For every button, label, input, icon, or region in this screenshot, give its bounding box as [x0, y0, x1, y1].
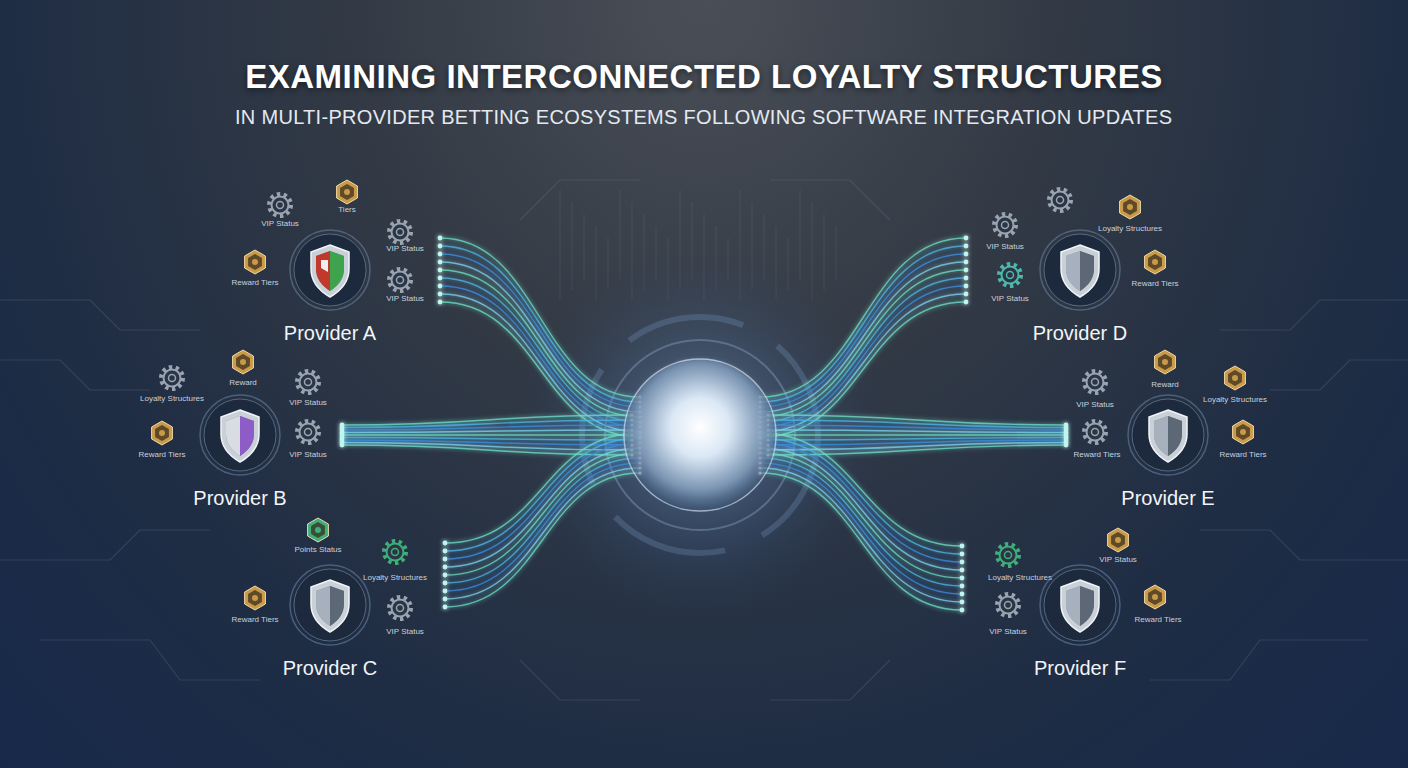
provider-label: Provider B	[193, 487, 286, 510]
icon-label: Loyalty Structures	[988, 573, 1052, 582]
icon-label: Points Status	[294, 545, 341, 554]
icon-label: Reward Tiers	[231, 278, 278, 287]
shield-emblem	[1126, 393, 1210, 477]
central-orb	[624, 359, 776, 511]
icon-label: VIP Status	[386, 294, 424, 303]
icon-label: VIP Status	[986, 242, 1024, 251]
shield-emblem	[288, 563, 372, 647]
icon-label: VIP Status	[1099, 555, 1137, 564]
shield-emblem	[1038, 228, 1122, 312]
icon-label: Reward Tiers	[138, 450, 185, 459]
provider-label: Provider E	[1121, 487, 1214, 510]
icon-label: VIP Status	[1076, 400, 1114, 409]
icon-label: Loyalty Structures	[1203, 395, 1267, 404]
icon-label: Loyalty Structures	[363, 573, 427, 582]
icon-label: Tiers	[338, 205, 355, 214]
icon-label: Reward Tiers	[1073, 450, 1120, 459]
provider-label: Provider D	[1033, 322, 1127, 345]
provider-label: Provider F	[1034, 657, 1126, 680]
icon-label: Reward Tiers	[1219, 450, 1266, 459]
provider-label: Provider C	[283, 657, 377, 680]
icon-label: VIP Status	[289, 398, 327, 407]
icon-label: Reward Tiers	[1131, 279, 1178, 288]
icon-label: VIP Status	[261, 219, 299, 228]
provider-node: Provider E	[1088, 393, 1248, 510]
icon-label: Reward	[1151, 380, 1179, 389]
icon-label: Reward Tiers	[231, 615, 278, 624]
orb-edge	[624, 359, 776, 511]
provider-label: Provider A	[284, 322, 376, 345]
shield-emblem	[1038, 563, 1122, 647]
orb-ring	[605, 340, 795, 530]
main-title: EXAMINING INTERCONNECTED LOYALTY STRUCTU…	[0, 58, 1408, 96]
icon-label: Reward Tiers	[1134, 615, 1181, 624]
icon-label: VIP Status	[989, 627, 1027, 636]
icon-set	[152, 180, 1254, 619]
shield-emblem	[198, 393, 282, 477]
provider-node: Provider F	[1000, 563, 1160, 680]
provider-node: Provider D	[1000, 228, 1160, 345]
icon-label: VIP Status	[991, 294, 1029, 303]
provider-node: Provider C	[250, 563, 410, 680]
icon-label: Loyalty Structures	[140, 394, 204, 403]
subtitle: IN MULTI-PROVIDER BETTING ECOSYSTEMS FOL…	[235, 106, 1172, 129]
flow-lines	[340, 236, 1069, 613]
provider-node: Provider B	[160, 393, 320, 510]
circuit-traces	[0, 180, 1408, 700]
icon-label: Loyalty Structures	[1098, 224, 1162, 233]
icon-label: VIP Status	[386, 244, 424, 253]
icon-label: VIP Status	[386, 627, 424, 636]
icon-label: VIP Status	[289, 450, 327, 459]
shield-emblem	[288, 228, 372, 312]
icon-label: Reward	[229, 378, 257, 387]
provider-node: Provider A	[250, 228, 410, 345]
